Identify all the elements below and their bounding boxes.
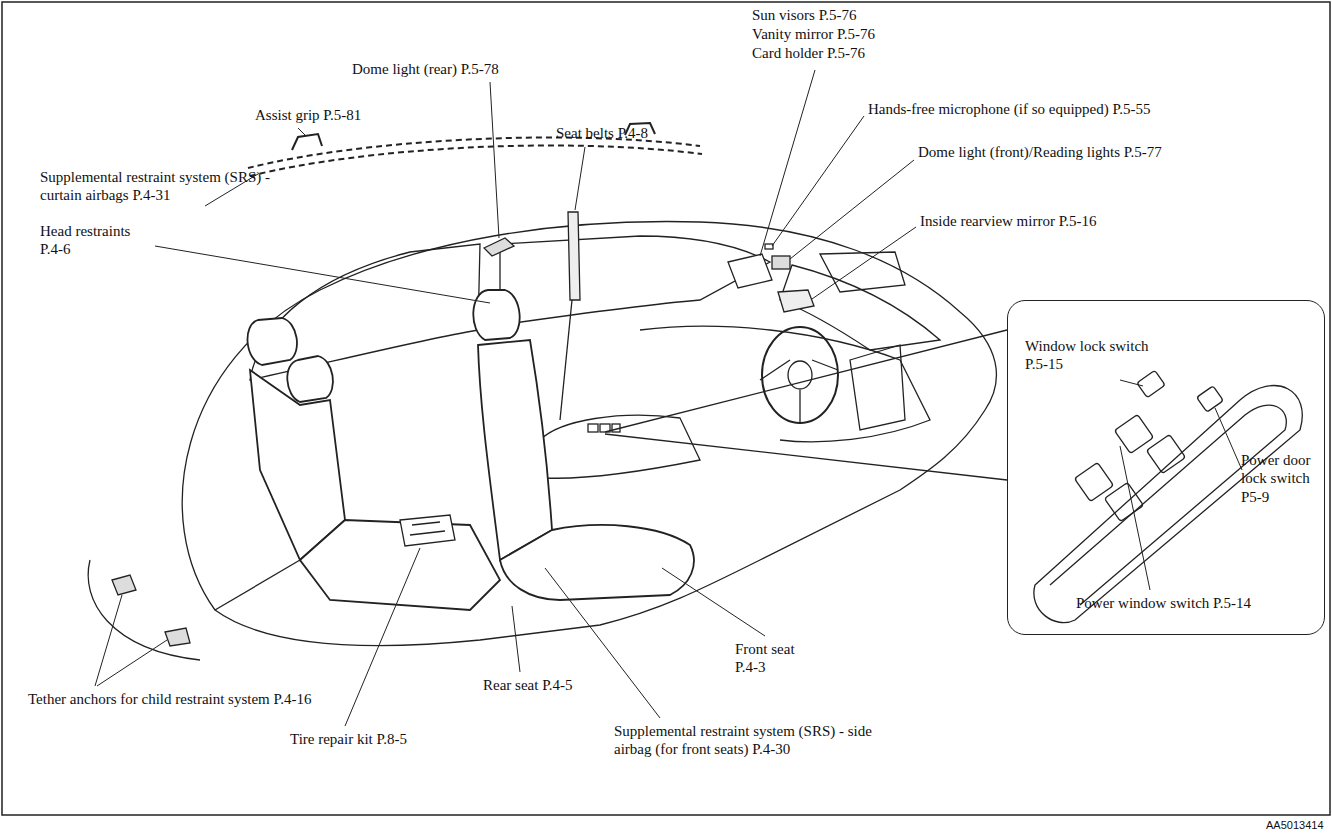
inset-panel: Window lock switch P.5-15Power door lock… — [1007, 300, 1325, 635]
sun-visor-label: Sun visors P.5-76 — [752, 6, 857, 24]
switch-label: Power door lock switch P5-9 — [1241, 451, 1319, 506]
card-holder-label: Card holder P.5-76 — [752, 44, 865, 62]
airbag-label: Supplemental restraint system (SRS) - cu… — [40, 168, 302, 205]
front-seat-label: Front seat P.4-3 — [735, 640, 819, 677]
switch-label: Power window switch P.5-14 — [1076, 594, 1251, 612]
figure-code: AA5013414 — [1266, 819, 1324, 832]
tether-anchor-label: Tether anchors for child restraint syste… — [28, 690, 318, 708]
mirror-label: Inside rearview mirror P.5-16 — [920, 212, 1097, 230]
reading-light-label: Dome light (front)/Reading lights P.5-77 — [918, 143, 1162, 161]
vanity-mirror-label: Vanity mirror P.5-76 — [752, 25, 875, 43]
seat-belt-label: Seat belts P.4-8 — [556, 124, 648, 142]
airbag-label: Supplemental restraint system (SRS) - si… — [614, 722, 878, 759]
microphone-label: Hands-free microphone (if so equipped) P… — [868, 100, 1150, 118]
head-restraint-label: Head restraints P.4-6 — [40, 222, 152, 259]
rear-seat-label: Rear seat P.4-5 — [483, 676, 573, 694]
tire-kit-label: Tire repair kit P.8-5 — [290, 730, 407, 748]
dome-light-label: Dome light (rear) P.5-78 — [352, 60, 499, 78]
switch-label: Window lock switch P.5-15 — [1025, 337, 1161, 374]
assist-grip-label: Assist grip P.5-81 — [255, 106, 361, 124]
